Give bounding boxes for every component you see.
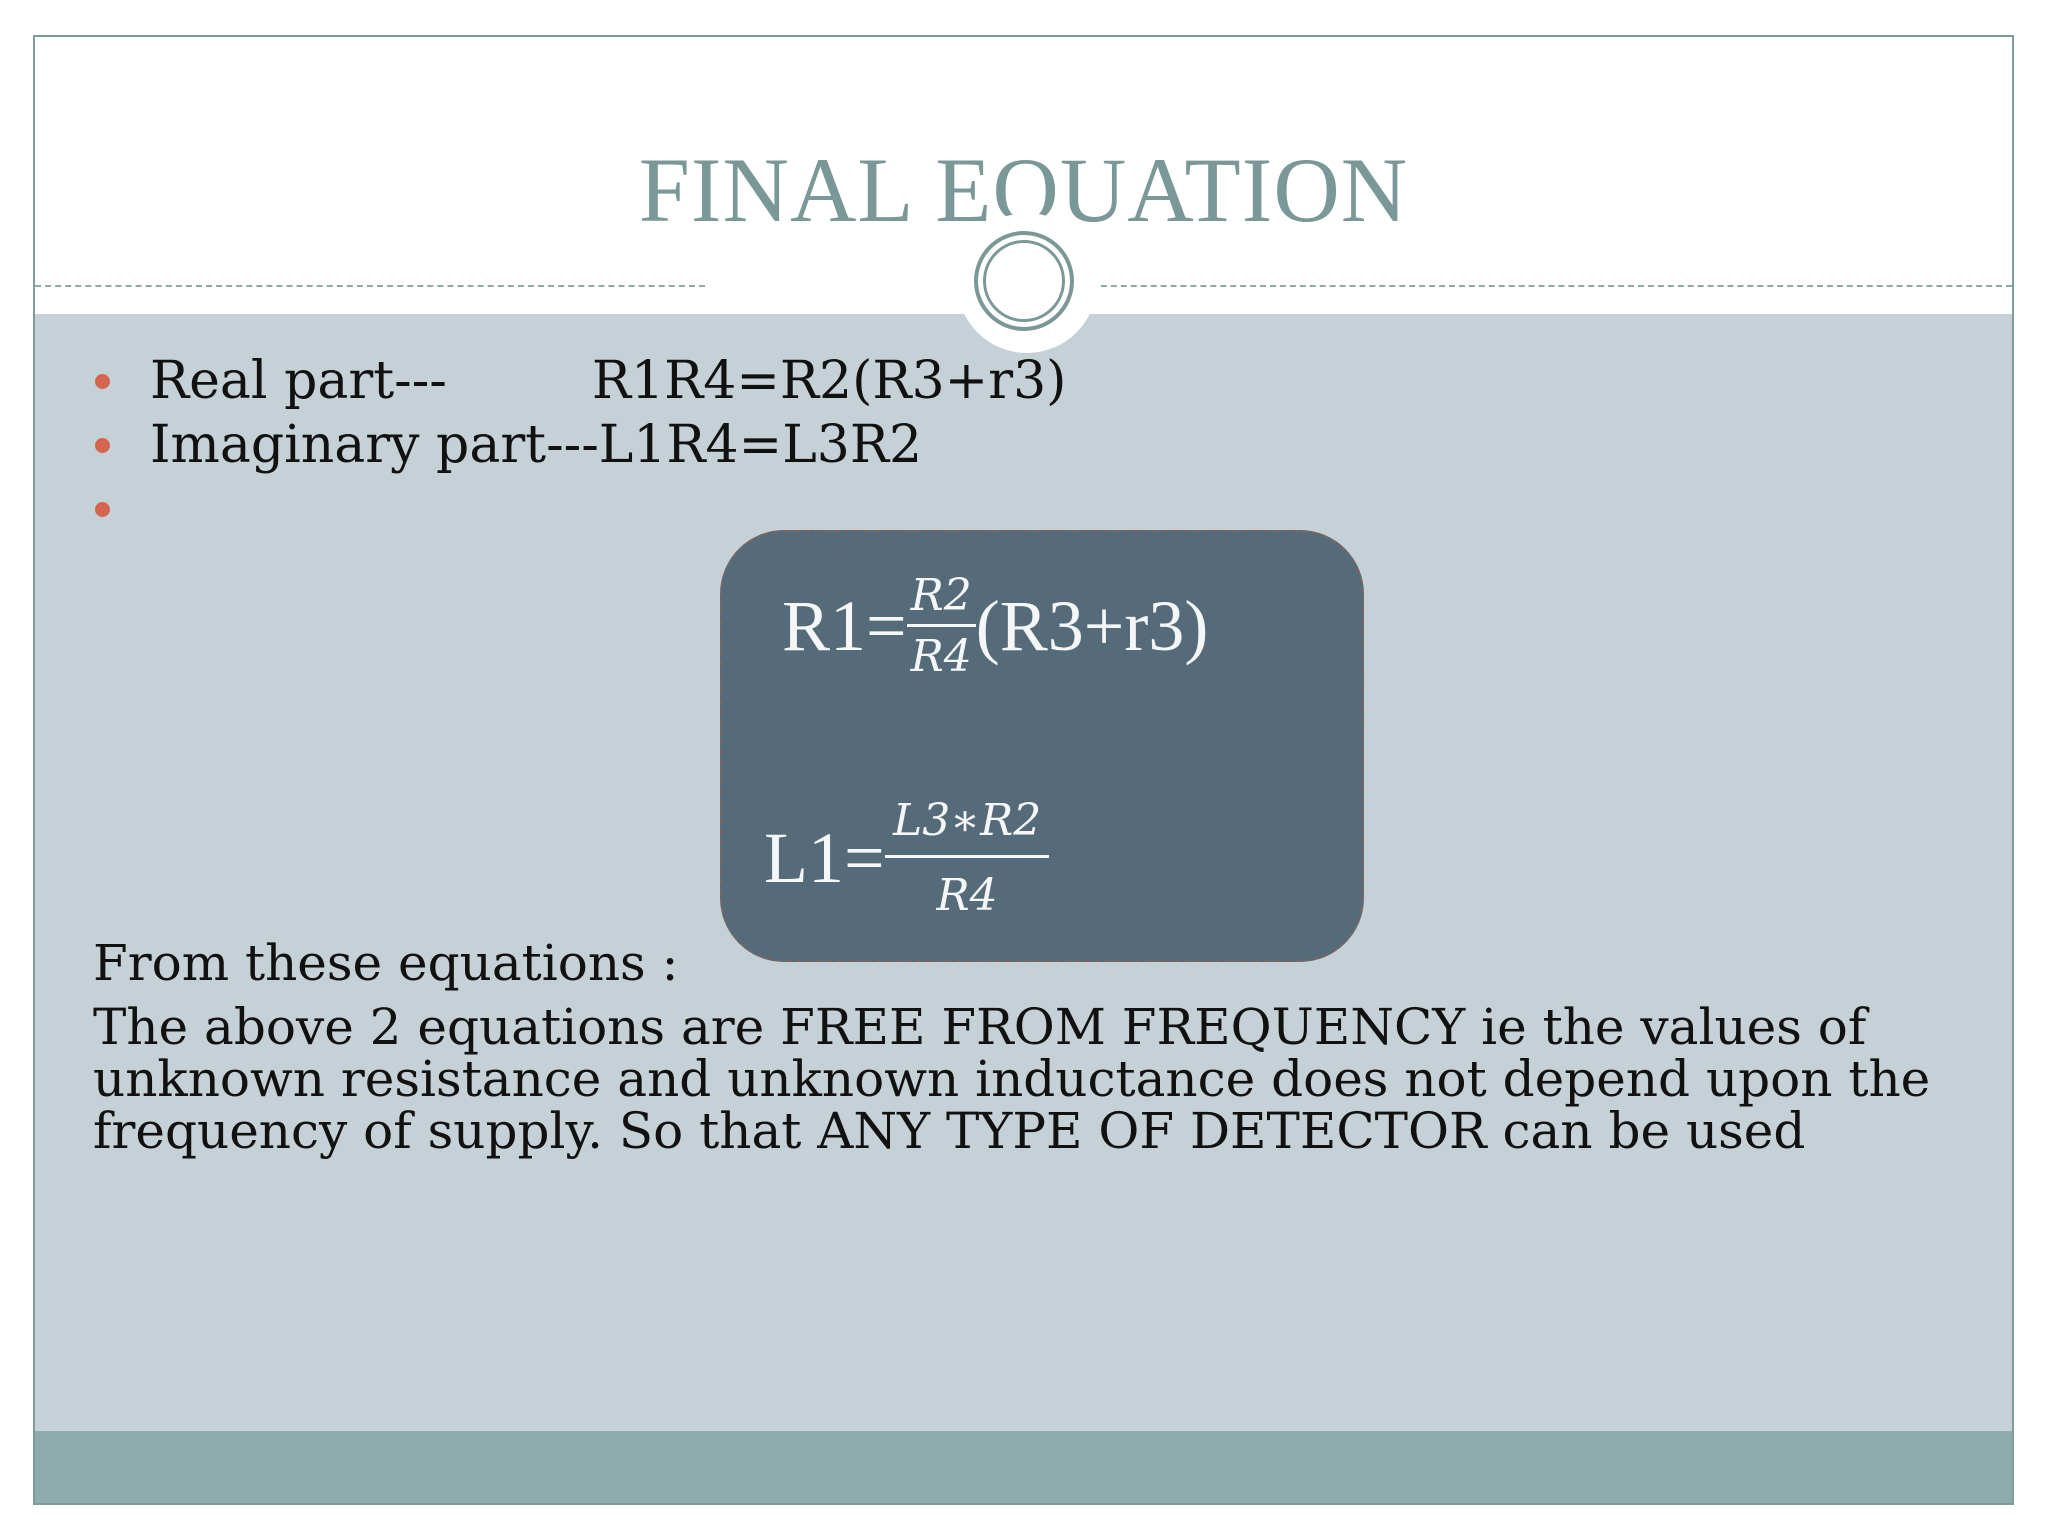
- numerator: L3∗R2: [884, 796, 1050, 859]
- equation-box: R1= R2 R4 (R3+r3) L1= L3∗R2 R4: [720, 530, 1364, 962]
- equation-lhs: L1=: [764, 818, 885, 899]
- equation-rhs: (R3+r3): [975, 586, 1209, 667]
- circle-ornament-icon: [974, 231, 1074, 331]
- bullet-label: Real part---: [150, 351, 447, 411]
- bullet-item: Imaginary part---L1R4=L3R2: [95, 413, 1066, 477]
- fraction: L3∗R2 R4: [884, 796, 1050, 922]
- bullet-value: R1R4=R2(R3+r3): [591, 351, 1067, 411]
- divider-left: [35, 285, 705, 287]
- bullet-dot-icon: [95, 437, 110, 453]
- circle-ornament-inner: [983, 240, 1065, 322]
- bullet-list: Real part--- R1R4=R2(R3+r3) Imaginary pa…: [95, 349, 1066, 541]
- paragraph-text: The above 2 equations are FREE FROM FREQ…: [93, 998, 1931, 1160]
- denominator: R4: [936, 870, 998, 922]
- denominator: R4: [910, 631, 972, 683]
- bullet-item: [95, 477, 1066, 541]
- bullet-dot-icon: [95, 501, 110, 517]
- bullet-dot-icon: [95, 373, 110, 389]
- fraction: R2 R4: [906, 571, 976, 683]
- lead-text: From these equations :: [93, 934, 679, 992]
- numerator: R2: [906, 571, 976, 628]
- divider-right: [1081, 285, 2012, 287]
- equation-lhs: R1=: [782, 586, 907, 667]
- slide: FINAL EQUATION Real part--- R1R4=R2(R3+r…: [33, 35, 2014, 1505]
- bullet-item: Real part--- R1R4=R2(R3+r3): [95, 349, 1066, 413]
- bullet-label: Imaginary part---L1R4=L3R2: [150, 415, 923, 475]
- equation-l1: L1= L3∗R2 R4: [764, 796, 1050, 922]
- footer-band: [35, 1431, 2012, 1503]
- conclusion-text: From these equations : The above 2 equat…: [93, 937, 1993, 1157]
- equation-r1: R1= R2 R4 (R3+r3): [782, 571, 1209, 683]
